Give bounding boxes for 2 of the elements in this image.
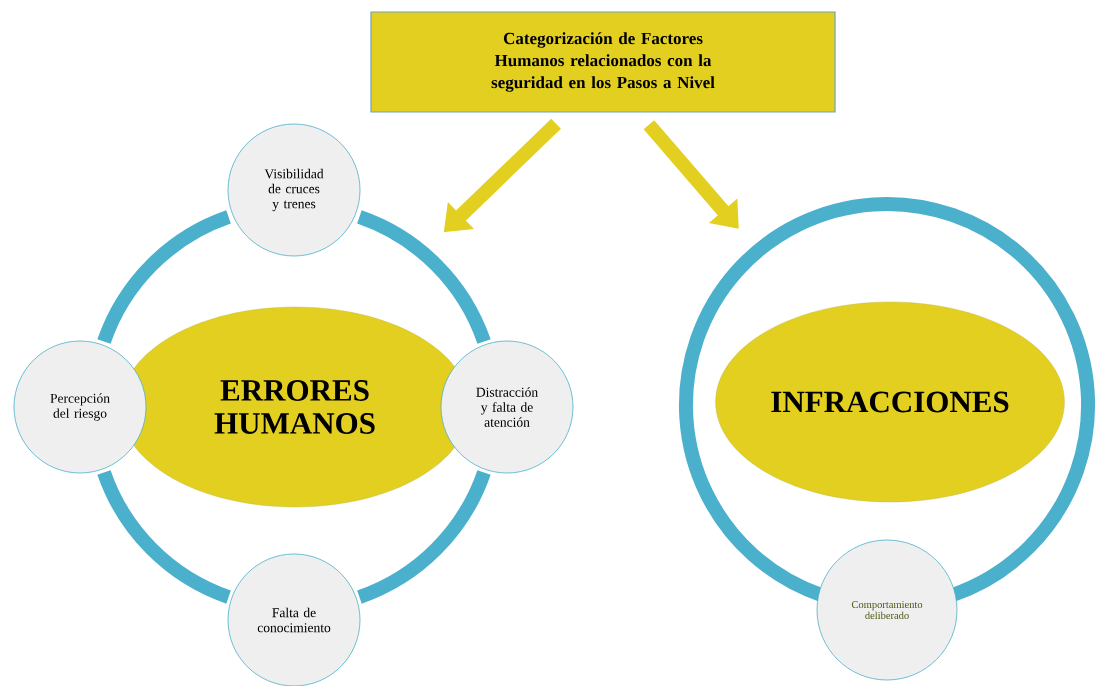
arrow	[643, 120, 739, 229]
title-box: Categorización de Factores Humanos relacionados con la seguridad en los Pasos a Nivel	[370, 11, 836, 113]
